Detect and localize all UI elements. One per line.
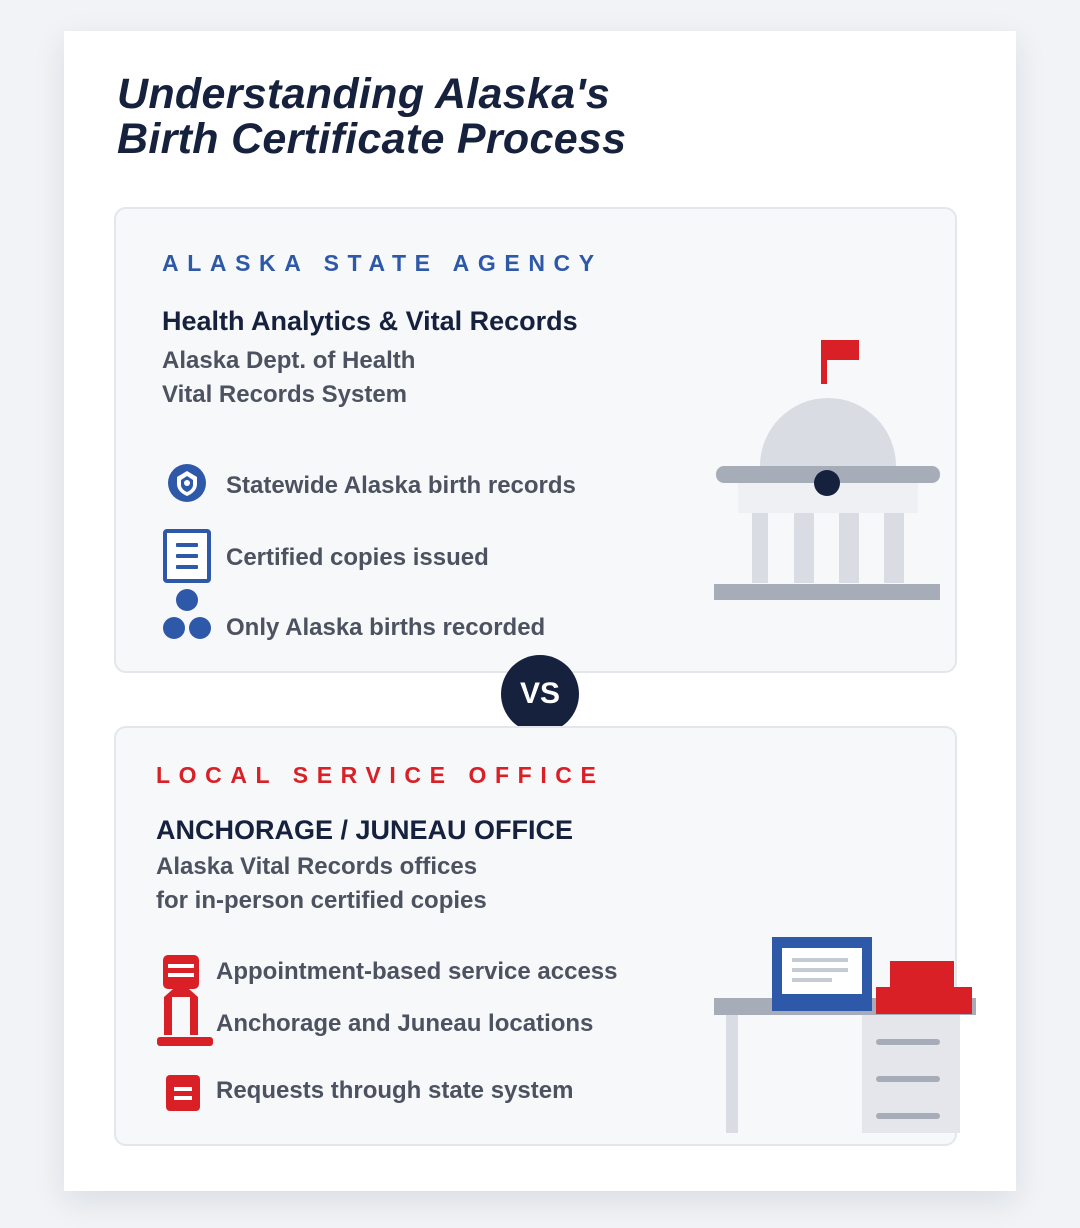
state-org-name: Health Analytics & Vital Records [162,306,578,336]
title-line-2: Birth Certificate Process [117,115,627,163]
state-feature-3: Only Alaska births recorded [226,614,546,641]
document-icon [163,529,211,583]
state-subtitle-line-1: Alaska Dept. of Health [162,347,416,374]
state-feature-1: Statewide Alaska birth records [226,472,576,499]
local-subtitle-line-1: Alaska Vital Records offices [156,853,478,880]
state-subtitle: Alaska Dept. of Health Vital Records Sys… [162,344,415,412]
local-subtitle-line-2: for in-person certified copies [156,887,487,914]
office-desk-icon [714,937,976,1133]
shield-icon [168,464,206,502]
title-line-1: Understanding Alaska's [117,70,611,118]
kiosk-icon [157,955,213,1046]
local-feature-2: Anchorage and Juneau locations [216,1010,594,1037]
page-title: Understanding Alaska's Birth Certificate… [117,72,626,162]
local-org-name: ANCHORAGE / JUNEAU OFFICE [156,815,574,845]
local-feature-3: Requests through state system [216,1077,574,1104]
local-subtitle: Alaska Vital Records offices for in-pers… [156,850,487,918]
group-icon [163,589,211,639]
vs-badge: VS [501,655,579,733]
state-feature-2: Certified copies issued [226,544,489,571]
local-feature-1: Appointment-based service access [216,958,618,985]
local-office-card [114,726,957,1146]
state-subtitle-line-2: Vital Records System [162,381,408,408]
capitol-building-icon [714,340,940,600]
state-kicker: ALASKA STATE AGENCY [162,250,603,276]
local-kicker: LOCAL SERVICE OFFICE [156,762,605,788]
form-icon [166,1075,200,1111]
